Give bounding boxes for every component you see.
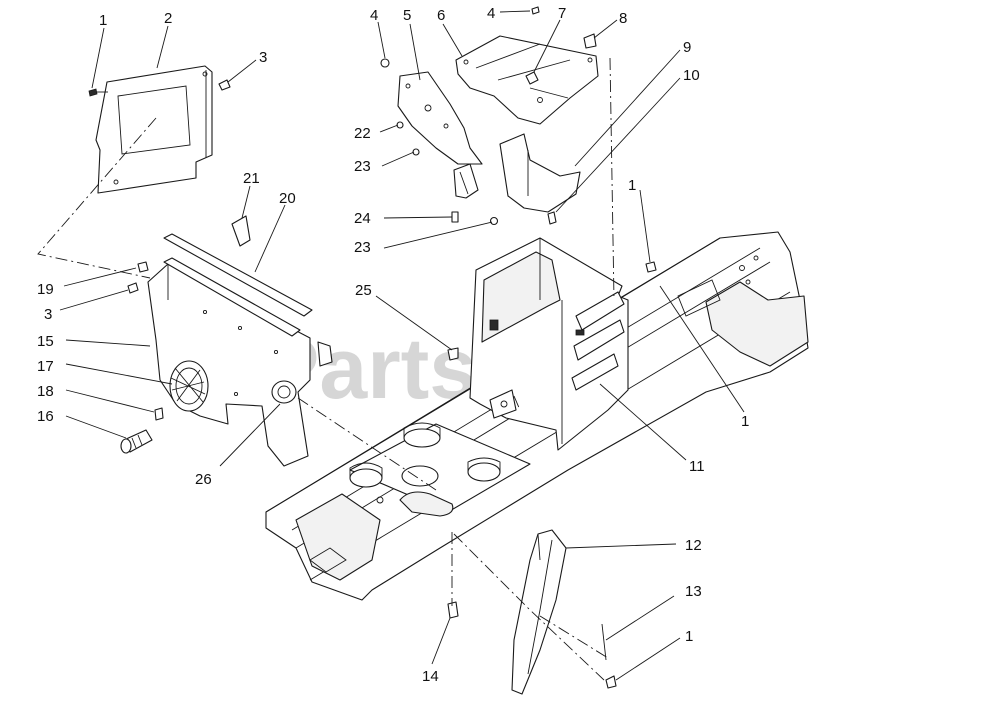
part-dash-bracket-6[interactable] — [455, 35, 599, 125]
callout-24[interactable]: 24 — [354, 210, 371, 227]
part-mount-bracket-5[interactable] — [397, 71, 483, 165]
callout-15[interactable]: 15 — [37, 333, 54, 350]
callout-3[interactable]: 3 — [259, 49, 267, 66]
callout-12[interactable]: 12 — [685, 537, 702, 554]
callout-23-b[interactable]: 23 — [354, 239, 371, 256]
callout-9[interactable]: 9 — [683, 39, 691, 56]
part-ball-4a[interactable] — [380, 58, 390, 68]
callout-21[interactable]: 21 — [243, 170, 260, 187]
callout-6[interactable]: 6 — [437, 7, 445, 24]
callout-3-b[interactable]: 3 — [44, 306, 52, 323]
callout-4-b[interactable]: 4 — [487, 5, 495, 22]
callout-8[interactable]: 8 — [619, 10, 627, 27]
part-nut-3a[interactable] — [218, 79, 231, 91]
callout-4[interactable]: 4 — [370, 7, 378, 24]
callout-17[interactable]: 17 — [37, 358, 54, 375]
part-bracket-clip-3b[interactable] — [317, 341, 333, 367]
callout-7[interactable]: 7 — [558, 5, 566, 22]
part-screw-4b[interactable] — [531, 6, 540, 15]
part-front-panel-15[interactable] — [147, 263, 311, 467]
callout-26[interactable]: 26 — [195, 471, 212, 488]
part-headlight-grille-17[interactable] — [169, 360, 209, 412]
callout-5[interactable]: 5 — [403, 7, 411, 24]
callout-1[interactable]: 1 — [99, 12, 107, 29]
part-washer-23b[interactable] — [489, 216, 499, 226]
leader-lines — [59, 10, 745, 681]
part-clip-21[interactable] — [231, 215, 251, 247]
part-side-panel[interactable] — [95, 65, 213, 194]
callout-labels: 1 2 3 4 5 6 4 7 8 9 10 22 23 21 20 1 24 … — [37, 5, 749, 685]
callout-19[interactable]: 19 — [37, 281, 54, 298]
callout-16[interactable]: 16 — [37, 408, 54, 425]
part-bumper-13[interactable] — [601, 623, 607, 661]
callout-1-b[interactable]: 1 — [628, 177, 636, 194]
part-channel-20[interactable] — [163, 233, 313, 337]
part-support-bracket-9[interactable] — [499, 133, 581, 213]
callout-23[interactable]: 23 — [354, 158, 371, 175]
part-nut-3b[interactable] — [127, 282, 139, 294]
part-floor-plate[interactable] — [349, 422, 531, 517]
part-knob-16[interactable] — [120, 429, 153, 454]
callout-2[interactable]: 2 — [164, 10, 172, 27]
callout-18[interactable]: 18 — [37, 383, 54, 400]
callout-13[interactable]: 13 — [685, 583, 702, 600]
part-screw-19[interactable] — [137, 261, 149, 273]
callout-11[interactable]: 11 — [689, 458, 705, 475]
part-switch-24[interactable] — [453, 163, 479, 199]
part-grommet-26[interactable] — [271, 380, 297, 404]
callout-22[interactable]: 22 — [354, 125, 371, 142]
callout-1-c[interactable]: 1 — [741, 413, 749, 430]
part-clip-8[interactable] — [583, 33, 597, 49]
part-bracket-14[interactable] — [447, 601, 459, 619]
part-side-rail-12[interactable] — [511, 529, 567, 695]
part-screw-1a[interactable] — [88, 88, 108, 97]
part-console-housing[interactable] — [469, 237, 629, 451]
callout-20[interactable]: 20 — [279, 190, 296, 207]
callout-1-d[interactable]: 1 — [685, 628, 693, 645]
callout-14[interactable]: 14 — [422, 668, 439, 685]
part-screw-1b[interactable] — [645, 261, 657, 273]
part-nut-7[interactable] — [525, 71, 539, 85]
part-bolt-10[interactable] — [547, 211, 557, 225]
part-screw-24[interactable] — [451, 211, 459, 223]
assembly-lines — [37, 57, 615, 681]
part-screw-1d[interactable] — [605, 675, 617, 689]
callout-25[interactable]: 25 — [355, 282, 372, 299]
part-screw-25[interactable] — [447, 347, 459, 361]
part-screw-18[interactable] — [154, 407, 164, 421]
callout-10[interactable]: 10 — [683, 67, 700, 84]
